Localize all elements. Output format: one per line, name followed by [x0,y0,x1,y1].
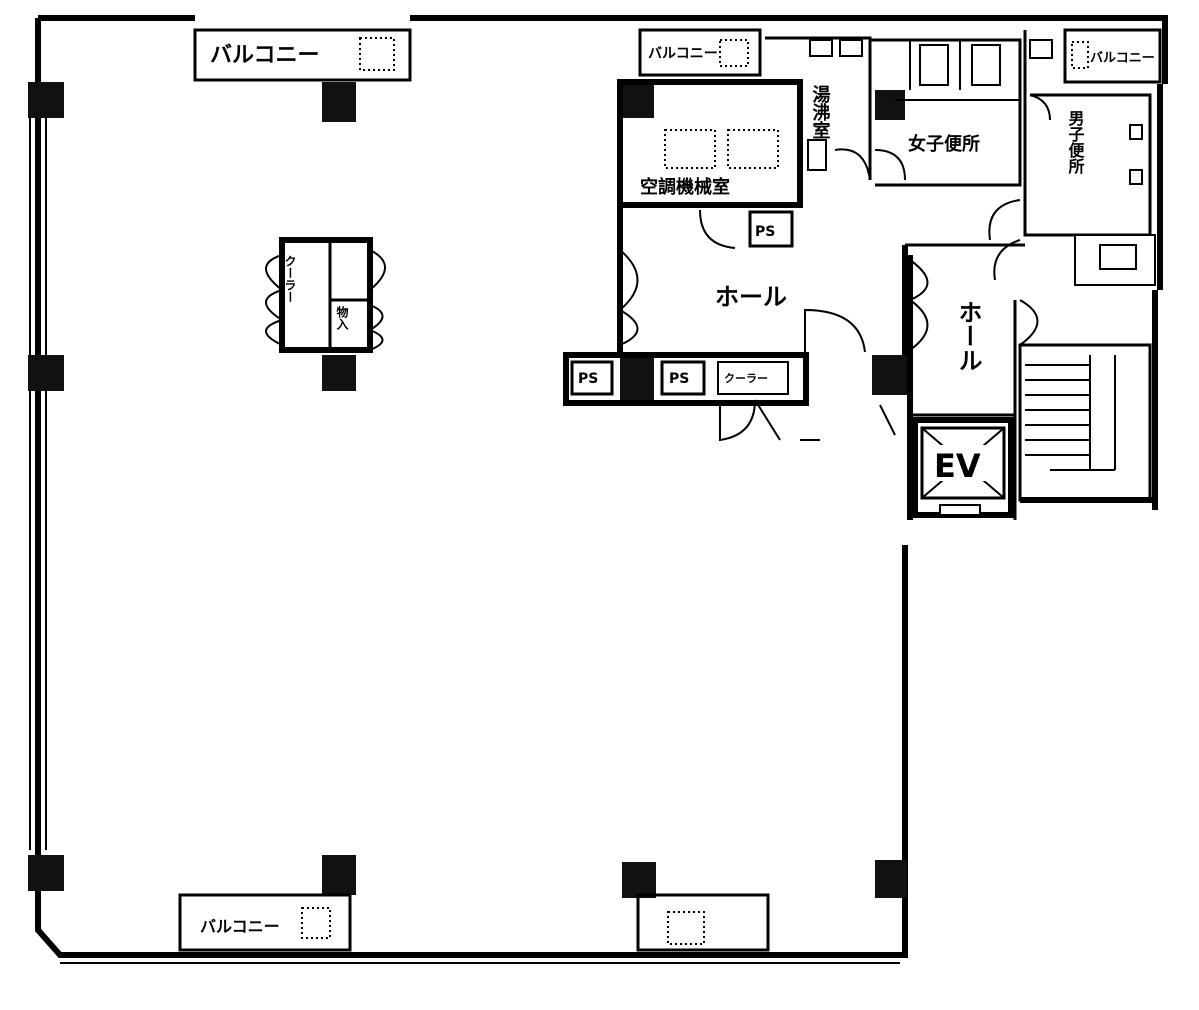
kitchenette-label: 湯沸室 [810,85,831,139]
men-wc: 男子便所 [1023,30,1156,286]
column [28,355,64,391]
side-hall: ホール [907,255,1017,520]
cooler-storage-block: クーラー 物入 [279,237,373,353]
outer-walls [35,15,1168,958]
kitchenette: 湯沸室 [765,36,872,180]
men-wc-label: 男子便所 [1066,110,1085,175]
ps-label: PS [578,371,598,387]
columns [28,82,908,898]
column [620,355,654,400]
hall-side-label: ホール [954,300,982,372]
balcony-label: バルコニー [1090,51,1155,66]
balcony-top-mid: バルコニー [638,28,762,77]
ac-machine-room: 空調機械室 [617,79,803,208]
doors [265,94,1051,442]
cooler-small-label: クーラー [724,372,768,385]
window-strips [29,100,900,964]
column [622,862,656,898]
column [28,855,64,891]
balcony-label: バルコニー [210,43,320,68]
balcony-top-left: バルコニー [193,28,412,82]
column [322,855,356,895]
main-hall: PS ホール [617,205,1025,355]
balcony-label: バルコニー [648,46,718,62]
ev-label: EV [934,447,981,485]
column [875,860,907,898]
balcony-bottom: バルコニー [178,893,352,952]
column [322,355,356,391]
women-wc: 女子便所 [870,38,1022,187]
ps-label: PS [755,224,775,240]
balcony-label: バルコニー [200,917,280,936]
column [872,355,908,395]
balcony-bottom-right [636,893,770,952]
column [618,82,654,118]
cooler-label: クーラー [283,255,297,303]
ps-label: PS [669,371,689,387]
column [322,82,356,122]
women-wc-label: 女子便所 [908,133,980,155]
hall-main-label: ホール [715,283,787,311]
storage-label: 物入 [335,305,349,331]
staircase [1018,343,1152,502]
column [28,82,64,118]
elevator: EV [912,417,1014,518]
balcony-top-right: バルコニー [1063,28,1162,84]
service-row: PS PS クーラー [563,352,809,406]
ac-room-label: 空調機械室 [640,176,730,198]
column [875,90,905,120]
